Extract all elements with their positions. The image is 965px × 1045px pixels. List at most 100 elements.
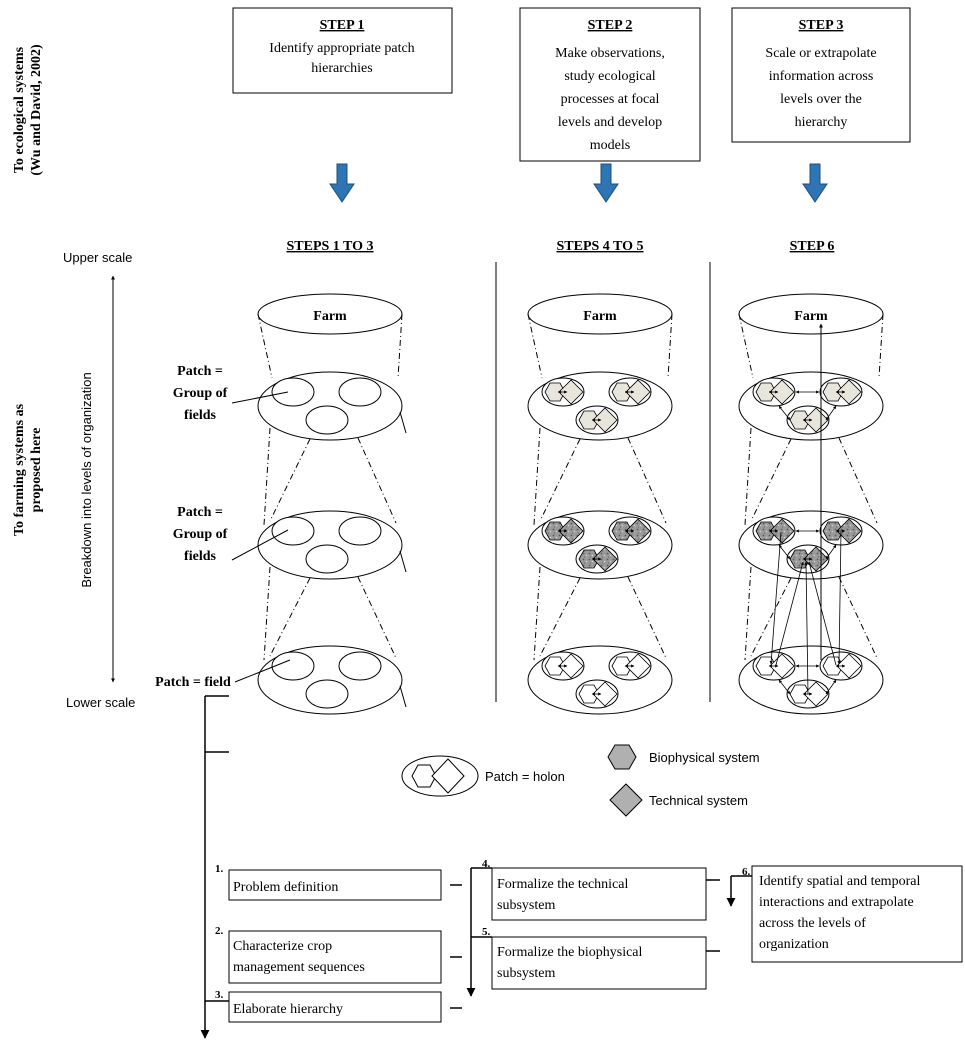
down-arrow-icon: [593, 163, 619, 203]
process-step-text: across the levels of: [759, 916, 866, 931]
process-step-box: [491, 936, 707, 990]
dash-dot-line: [750, 438, 792, 522]
process-step-3: 3. Elaborate hierarchy: [215, 989, 462, 1023]
diamond-icon: [431, 758, 465, 794]
dash-dot-line: [627, 576, 667, 659]
step-box-2-line: processes at focal: [561, 92, 660, 107]
interaction-arrow: [825, 544, 837, 560]
farm-label: Farm: [583, 309, 617, 324]
technical-diamond-icon: [836, 518, 862, 544]
field-patch: [271, 377, 315, 407]
technical-diamond-icon: [592, 407, 618, 433]
dash-dot-line: [539, 577, 581, 657]
technical-diamond-icon: [625, 379, 651, 405]
process-flow: 1. Problem definition 2. Characterize cr…: [200, 695, 963, 1039]
legend-technical-label: Technical system: [649, 793, 748, 808]
breakdown-label: Breakdown into levels of organization: [79, 372, 94, 587]
technical-diamond-icon: [803, 407, 829, 433]
technical-diamond-icon: [769, 653, 795, 679]
technical-diamond-icon: [625, 653, 651, 679]
technical-diamond-icon: [769, 518, 795, 544]
field-patch: [338, 377, 382, 407]
technical-diamond-icon: [836, 653, 862, 679]
patch-label-middle: Patch =: [177, 505, 223, 520]
dash-dot-line: [397, 313, 403, 379]
process-step-5: 5. Formalize the biophysical subsystem: [482, 926, 720, 990]
holon: [541, 651, 585, 681]
farming-label: To farming systems as proposed here: [12, 403, 44, 536]
step-box-1-title: STEP 1: [320, 18, 365, 33]
pointer-line: [231, 529, 289, 561]
process-step-text: Formalize the technical: [497, 877, 628, 892]
interaction-arrow: [778, 679, 791, 695]
hierarchy-column-3: Farm: [738, 293, 884, 715]
holon: [575, 405, 619, 435]
holon: [575, 544, 619, 574]
process-step-box: [228, 869, 442, 901]
step-box-1-line: hierarchies: [311, 61, 372, 76]
process-step-1: 1. Problem definition: [215, 863, 462, 901]
farm-label: Farm: [794, 309, 828, 324]
holon: [608, 377, 652, 407]
patch-label-top: fields: [184, 408, 216, 423]
dash-dot-line: [527, 313, 543, 379]
process-step-text: Characterize crop: [233, 939, 332, 954]
step-box-3-line: Scale or extrapolate: [765, 46, 876, 61]
process-step-box: [751, 865, 963, 963]
holon: [608, 516, 652, 546]
blue-arrows: [329, 163, 828, 203]
field-patch: [305, 679, 349, 709]
technical-diamond-icon: [769, 379, 795, 405]
technical-diamond-icon: [592, 546, 618, 572]
ecological-label: To ecological systems (Wu and David, 200…: [12, 44, 44, 176]
upscale-link: [804, 561, 809, 695]
legend-biophysical: Biophysical system: [607, 744, 760, 770]
technical-diamond-icon: [558, 379, 584, 405]
dash-dot-line: [539, 438, 581, 522]
dash-dot-line: [667, 313, 673, 379]
column-header-2: STEPS 4 TO 5: [556, 239, 643, 254]
step-box-1-frame: [232, 7, 453, 94]
dash-dot-line: [744, 566, 752, 661]
step-box-2-line: models: [590, 138, 630, 153]
farm-label: Farm: [313, 309, 347, 324]
holon: [752, 516, 796, 546]
field-patch: [271, 516, 315, 546]
edge-line: [399, 411, 407, 434]
holon: [575, 679, 619, 709]
field-patch: [305, 405, 349, 435]
field-patch: [271, 651, 315, 681]
process-step-text: subsystem: [497, 966, 555, 981]
dash-dot-line: [357, 576, 397, 659]
dash-dot-line: [838, 437, 878, 524]
dash-dot-line: [357, 437, 397, 524]
holon: [819, 377, 863, 407]
legend-holon-label: Patch = holon: [485, 769, 565, 784]
patch-labels: Patch = Group of fields Patch = Group of…: [155, 364, 231, 690]
dash-dot-line: [878, 313, 884, 379]
holon: [752, 651, 796, 681]
process-step-6: 6. Identify spatial and temporal interac…: [742, 865, 963, 963]
edge-line: [399, 550, 407, 573]
holon: [819, 516, 863, 546]
step-box-2: STEP 2 Make observations, study ecologic…: [519, 7, 701, 162]
holon: [786, 405, 830, 435]
pointer-line: [231, 391, 289, 404]
process-step-number: 5.: [482, 926, 491, 938]
process-step-text: subsystem: [497, 898, 555, 913]
process-step-text: interactions and extrapolate: [759, 895, 914, 910]
lower-scale-label: Lower scale: [66, 695, 135, 710]
technical-diamond-icon: [625, 518, 651, 544]
technical-diamond-icon: [609, 783, 643, 817]
step-box-2-title: STEP 2: [588, 18, 633, 33]
farming-label-line2: proposed here: [29, 428, 44, 513]
patch-label-middle: fields: [184, 549, 216, 564]
holon: [541, 377, 585, 407]
process-step-number: 6.: [742, 866, 751, 878]
dash-dot-line: [627, 437, 667, 524]
field-patch: [338, 651, 382, 681]
down-arrow-icon: [802, 163, 828, 203]
step-box-3-title: STEP 3: [799, 18, 844, 33]
farming-label-line1: To farming systems as: [12, 403, 27, 536]
